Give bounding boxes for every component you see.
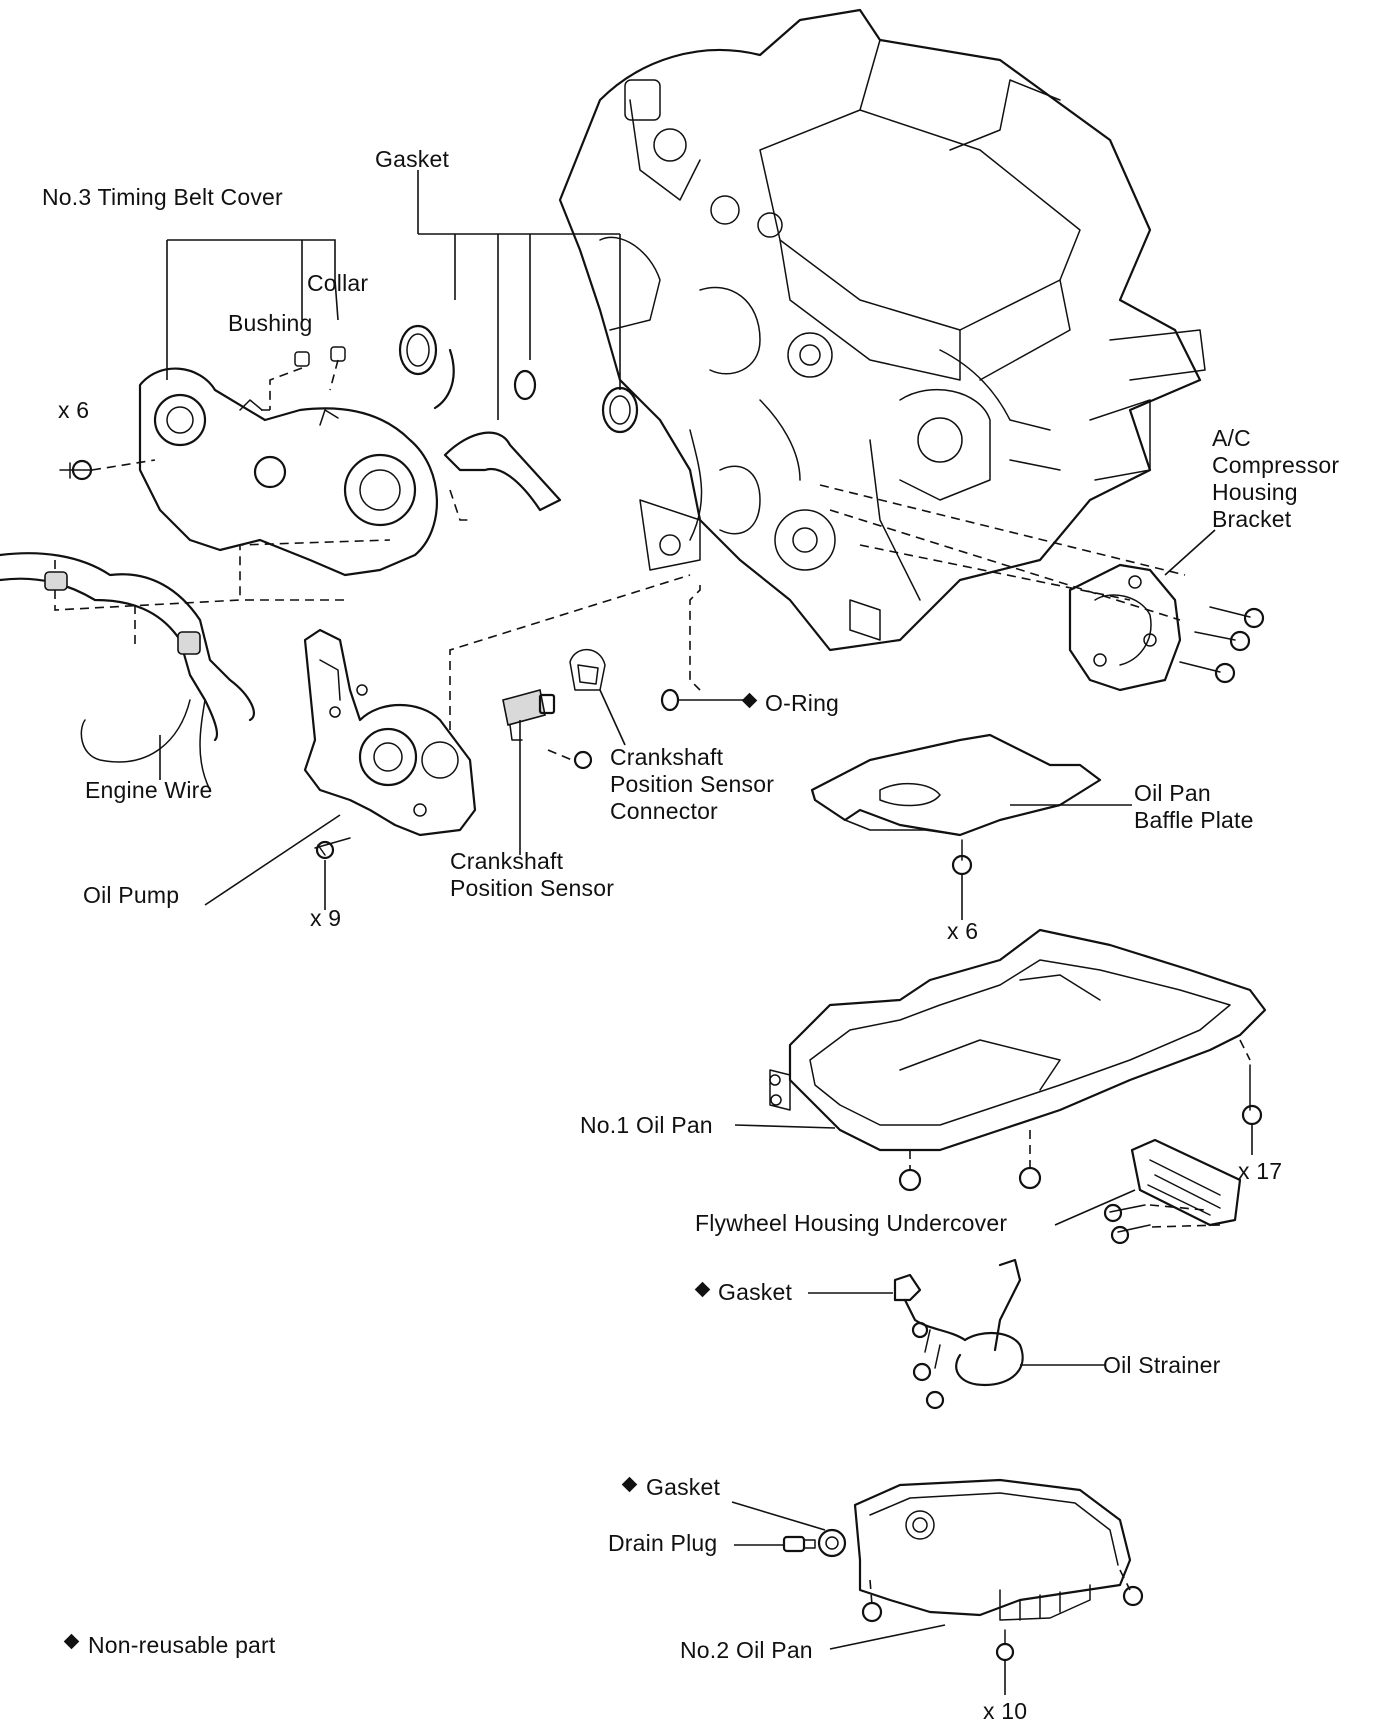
collar-label: Collar [307, 270, 369, 296]
no1-oil-pan-label: No.1 Oil Pan [580, 1112, 713, 1138]
ac-compressor-bracket-label: A/C Compressor Housing Bracket [1212, 425, 1340, 532]
no2-oil-pan [731, 1478, 1144, 1695]
drain-plug-label: Drain Plug [608, 1530, 718, 1556]
oil-pump-label: Oil Pump [83, 882, 180, 908]
no2-oil-pan-label: No.2 Oil Pan [680, 1637, 813, 1663]
engine-wire-label: Engine Wire [85, 777, 213, 803]
o-ring-label: O-Ring [765, 690, 840, 716]
legend-label: Non-reusable part [88, 1632, 276, 1658]
crankshaft-position-sensor-label: Crankshaft Position Sensor [450, 848, 615, 901]
gasket-strainer-label: Gasket [718, 1279, 793, 1305]
oil-pan-baffle-plate-label: Oil Pan Baffle Plate [1134, 780, 1254, 833]
oil-strainer-label: Oil Strainer [1103, 1352, 1221, 1378]
bolt-count-pan2-label: x 10 [983, 1698, 1028, 1724]
bushing-label: Bushing [228, 310, 313, 336]
gasket-label: Gasket [375, 146, 450, 172]
bolt-count-pump-label: x 9 [310, 905, 342, 931]
gasket-drain-label: Gasket [646, 1474, 721, 1500]
crankshaft-position-sensor-connector-label: Crankshaft Position Sensor Connector [610, 744, 775, 824]
oil-strainer [808, 1258, 1105, 1410]
ac-compressor-bracket [819, 484, 1265, 692]
bolt-count-pan1-label: x 17 [1238, 1158, 1283, 1184]
flywheel-housing-undercover-label: Flywheel Housing Undercover [695, 1210, 1008, 1236]
bolt-count-baffle-label: x 6 [947, 918, 979, 944]
crankshaft-position-sensor [502, 648, 626, 855]
oil-pan-baffle-plate [810, 733, 1132, 920]
engine-block [558, 8, 1206, 652]
o-ring [660, 585, 746, 712]
bolt-count-cover-label: x 6 [58, 397, 90, 423]
gaskets [398, 170, 639, 512]
flywheel-housing-undercover [1054, 1138, 1242, 1245]
no1-oil-pan [734, 928, 1267, 1192]
timing-belt-cover-label: No.3 Timing Belt Cover [42, 184, 283, 210]
timing-belt-cover [54, 239, 470, 650]
oil-pump [204, 574, 691, 910]
engine-wire [0, 552, 255, 791]
